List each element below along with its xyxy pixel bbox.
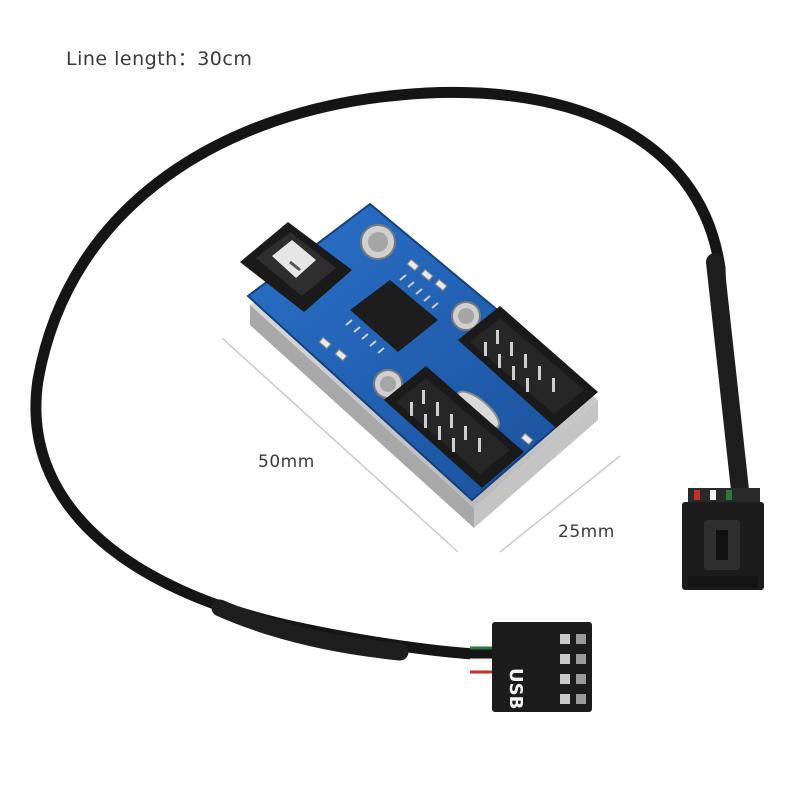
capacitor-top <box>360 224 396 260</box>
usb-pins <box>560 634 586 704</box>
length-dimension-line <box>221 337 459 553</box>
usb-hub-chip <box>345 274 439 354</box>
heatshrink-sleeve-right <box>706 253 749 499</box>
fan-connector <box>682 488 764 590</box>
length-label: 50mm <box>258 452 315 472</box>
heatshrink-sleeve-bottom <box>211 599 409 661</box>
pcb-module <box>240 202 598 528</box>
smd-components <box>318 258 534 446</box>
width-label: 25mm <box>558 522 615 542</box>
capacitor-left <box>373 369 403 399</box>
wire-colors <box>470 646 495 674</box>
usb-header-left <box>384 366 524 488</box>
usb-header-right <box>458 306 598 428</box>
cable <box>30 87 749 674</box>
line-length-label: Line length：30cm <box>66 48 253 70</box>
usb-connector: USB <box>492 622 592 712</box>
width-dimension-line <box>499 455 621 553</box>
capacitor-right <box>451 301 481 331</box>
fan-header <box>240 222 352 312</box>
usb-label: USB <box>505 668 526 709</box>
